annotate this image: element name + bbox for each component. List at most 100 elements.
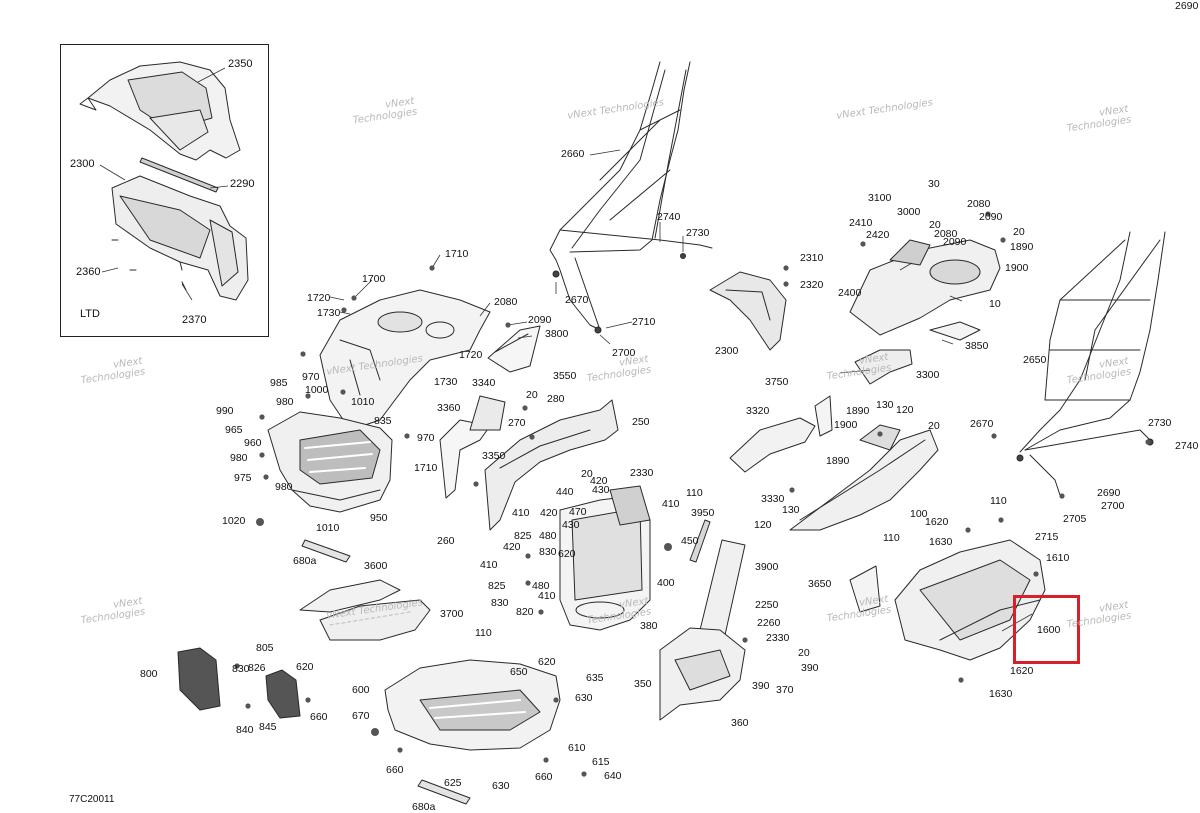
callout-label: 845 xyxy=(259,721,277,733)
callout-label: 2080 xyxy=(967,198,991,210)
callout-label: 2310 xyxy=(800,252,824,264)
callout-label: 980 xyxy=(275,481,293,493)
callout-label: 1720 xyxy=(459,349,483,361)
callout-label: 2080 xyxy=(934,228,958,240)
inset-callout-label: 2350 xyxy=(228,58,253,70)
callout-label: 450 xyxy=(681,535,699,547)
callout-label: 835 xyxy=(374,415,392,427)
callout-label: 3850 xyxy=(965,340,989,352)
callout-label: 1890 xyxy=(1010,241,1034,253)
callout-label: 1630 xyxy=(929,536,953,548)
callout-label: 1710 xyxy=(445,248,469,260)
callout-label: 130 xyxy=(876,399,894,411)
callout-label: 20 xyxy=(928,420,940,432)
callout-label: 2090 xyxy=(943,236,967,248)
inset-model-label: LTD xyxy=(80,308,100,320)
callout-label: 1620 xyxy=(925,516,949,528)
callout-label: 420 xyxy=(590,475,608,487)
callout-label: 480 xyxy=(539,530,557,542)
callout-label: 620 xyxy=(296,661,314,673)
callout-label: 20 xyxy=(526,389,538,401)
callout-label: 2670 xyxy=(970,418,994,430)
inset-callout-label: 2360 xyxy=(76,266,101,278)
part-floor-600 xyxy=(384,659,561,751)
callout-label: 650 xyxy=(510,666,528,678)
callout-label: 3350 xyxy=(482,450,506,462)
callout-label: 2420 xyxy=(866,229,890,241)
callout-label: 820 xyxy=(516,606,534,618)
callout-label: 1730 xyxy=(434,376,458,388)
callout-label: 2260 xyxy=(757,617,781,629)
callout-label: 110 xyxy=(990,495,1007,507)
callout-label: 410 xyxy=(662,498,680,510)
part-glovebox-950 xyxy=(267,411,393,513)
callout-label: 20 xyxy=(798,647,810,659)
part-frame-2650 xyxy=(1016,231,1166,496)
callout-label: 3100 xyxy=(868,192,892,204)
callout-label: 2410 xyxy=(849,217,873,229)
callout-label: 970 xyxy=(302,371,320,383)
callout-label: 625 xyxy=(444,777,462,789)
part-bar-680a xyxy=(301,539,471,805)
callout-label: 830 xyxy=(232,663,250,675)
callout-label: 3650 xyxy=(808,578,832,590)
callout-label: 1000 xyxy=(305,384,329,396)
callout-label: 110 xyxy=(686,487,703,499)
part-trim-3350 xyxy=(439,395,506,499)
callout-label: 825 xyxy=(488,580,506,592)
callout-label: 410 xyxy=(480,559,498,571)
callout-label: 2690 xyxy=(1097,487,1121,499)
callout-label: 1700 xyxy=(362,273,386,285)
callout-label: 3800 xyxy=(545,328,569,340)
callout-label: 1900 xyxy=(1005,262,1029,274)
callout-label: 2670 xyxy=(565,294,589,306)
callout-label: 3340 xyxy=(472,377,496,389)
part-hood-2350 xyxy=(79,61,241,161)
callout-label: 620 xyxy=(538,656,556,668)
callout-label: 830 xyxy=(539,546,557,558)
part-footrest-800 xyxy=(177,647,301,719)
callout-label: 950 xyxy=(370,512,388,524)
callout-label: 120 xyxy=(754,519,772,531)
callout-label: 660 xyxy=(386,764,404,776)
callout-label: 3330 xyxy=(761,493,785,505)
callout-label: 400 xyxy=(657,577,675,589)
callout-label: 2740 xyxy=(657,211,681,223)
callout-label: 360 xyxy=(731,717,749,729)
inset-callout-label: 2370 xyxy=(182,314,207,326)
callout-label: 390 xyxy=(801,662,819,674)
callout-label: 970 xyxy=(417,432,435,444)
callout-label: 3950 xyxy=(691,507,715,519)
part-fender-1600 xyxy=(849,539,1046,661)
callout-label: 430 xyxy=(592,484,610,496)
callout-label: 660 xyxy=(535,771,553,783)
callout-label: 640 xyxy=(604,770,622,782)
callout-label: 825 xyxy=(514,530,532,542)
callout-label: 2650 xyxy=(1023,354,1047,366)
callout-label: 110 xyxy=(475,627,492,639)
callout-label: 30 xyxy=(928,178,940,190)
callout-label: 2700 xyxy=(1101,500,1125,512)
callout-label: 3750 xyxy=(765,376,789,388)
callout-label: 980 xyxy=(276,396,294,408)
part-trim-250 xyxy=(484,399,619,531)
callout-label: 3600 xyxy=(364,560,388,572)
callout-label: 440 xyxy=(556,486,574,498)
part-plate-3700 xyxy=(299,579,431,641)
callout-label: 110 xyxy=(883,532,900,544)
callout-label: 350 xyxy=(634,678,652,690)
callout-label: 620 xyxy=(558,548,576,560)
callout-label: 120 xyxy=(896,404,914,416)
callout-label: 2700 xyxy=(612,347,636,359)
callout-label: 990 xyxy=(216,405,234,417)
part-panel-3800 xyxy=(487,325,541,373)
drawing-code: 77C20011 xyxy=(69,794,115,805)
callout-label: 20 xyxy=(1013,226,1025,238)
callout-label: 3360 xyxy=(437,402,461,414)
callout-label: 2400 xyxy=(838,287,862,299)
inset-callout-label: 2300 xyxy=(70,158,95,170)
part-frame-2660 xyxy=(549,61,713,334)
callout-label: 1890 xyxy=(846,405,870,417)
callout-label: 2730 xyxy=(686,227,710,239)
part-rod-2290 xyxy=(139,157,219,193)
